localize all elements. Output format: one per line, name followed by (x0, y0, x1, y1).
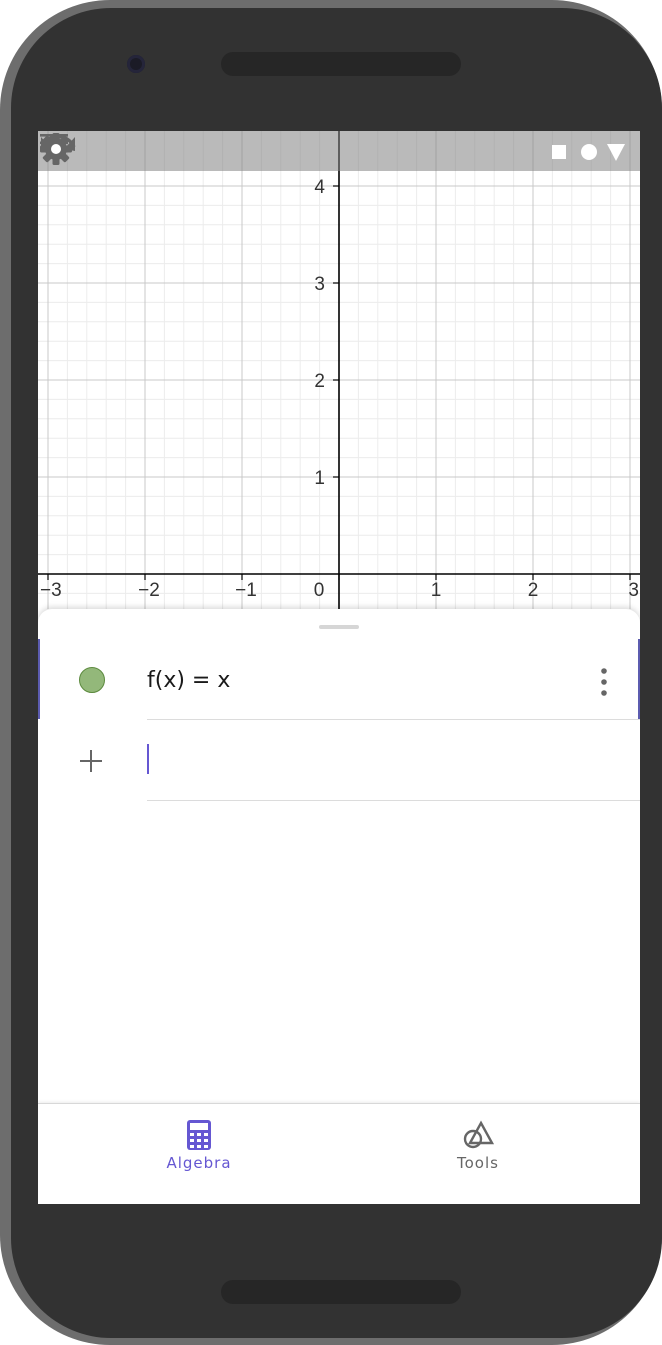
x-tick-label: −3 (40, 580, 62, 601)
x-tick-label: 0 (314, 580, 325, 601)
triangle-icon (607, 144, 625, 161)
x-tick-label: −1 (235, 580, 257, 601)
more-options-icon[interactable] (592, 665, 616, 699)
algebra-item[interactable]: f(x) = x (38, 639, 640, 719)
y-tick-label: 4 (314, 177, 325, 198)
graph-canvas[interactable]: −3 −2 −1 0 1 2 3 1 2 3 4 (38, 131, 640, 609)
input-cursor[interactable] (147, 744, 149, 774)
status-bar (38, 131, 640, 171)
divider (147, 719, 640, 720)
algebra-panel: f(x) = x (38, 609, 640, 1103)
input-row[interactable] (38, 720, 640, 800)
x-tick-label: 3 (628, 580, 639, 601)
bottom-navigation: Algebra Tools (38, 1103, 640, 1204)
tab-tools[interactable]: Tools (339, 1104, 617, 1204)
x-tick-label: 1 (431, 580, 442, 601)
visibility-toggle[interactable] (79, 667, 105, 693)
selection-marker (638, 639, 640, 719)
divider (147, 800, 640, 801)
square-icon (552, 145, 566, 159)
tab-tools-label: Tools (457, 1154, 499, 1172)
y-tick-label: 2 (314, 371, 325, 392)
y-tick-label: 1 (314, 468, 325, 489)
gear-icon[interactable] (38, 131, 74, 167)
x-tick-label: 2 (528, 580, 539, 601)
top-speaker (221, 52, 461, 76)
camera-icon (127, 55, 145, 73)
y-tick-label: 3 (314, 274, 325, 295)
circle-icon (581, 144, 597, 160)
plus-icon[interactable] (78, 748, 104, 774)
expression-text[interactable]: f(x) = x (147, 668, 231, 693)
x-tick-label: −2 (138, 580, 160, 601)
tab-algebra-label: Algebra (166, 1154, 232, 1172)
graphics-view[interactable]: −3 −2 −1 0 1 2 3 1 2 3 4 (38, 131, 640, 609)
calculator-icon (187, 1120, 211, 1150)
tools-icon (463, 1120, 494, 1149)
bottom-speaker (221, 1280, 461, 1304)
drag-handle[interactable] (319, 625, 359, 629)
selection-marker (38, 639, 40, 719)
app-screen: −3 −2 −1 0 1 2 3 1 2 3 4 (38, 131, 640, 1204)
tab-algebra[interactable]: Algebra (49, 1104, 349, 1204)
